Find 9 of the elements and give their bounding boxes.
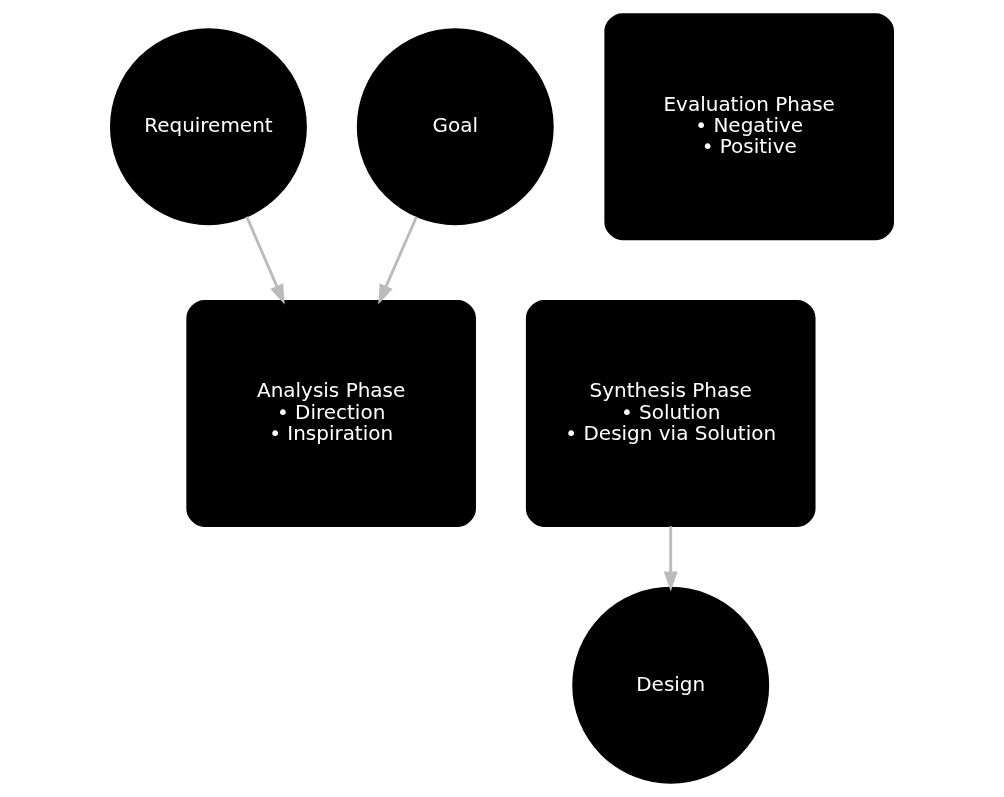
arrow — [245, 216, 285, 305]
arrow — [663, 526, 678, 592]
arrow — [378, 216, 418, 305]
node-box: Analysis Phase • Direction • Inspiration — [186, 300, 476, 527]
node-circle: Goal — [356, 28, 554, 226]
node-circle: Requirement — [110, 28, 307, 226]
node-circle: Design — [572, 586, 770, 784]
node-box: Synthesis Phase • Solution • Design via Solution — [525, 300, 816, 527]
node-box: Evaluation Phase • Negative • Positive — [604, 13, 894, 241]
